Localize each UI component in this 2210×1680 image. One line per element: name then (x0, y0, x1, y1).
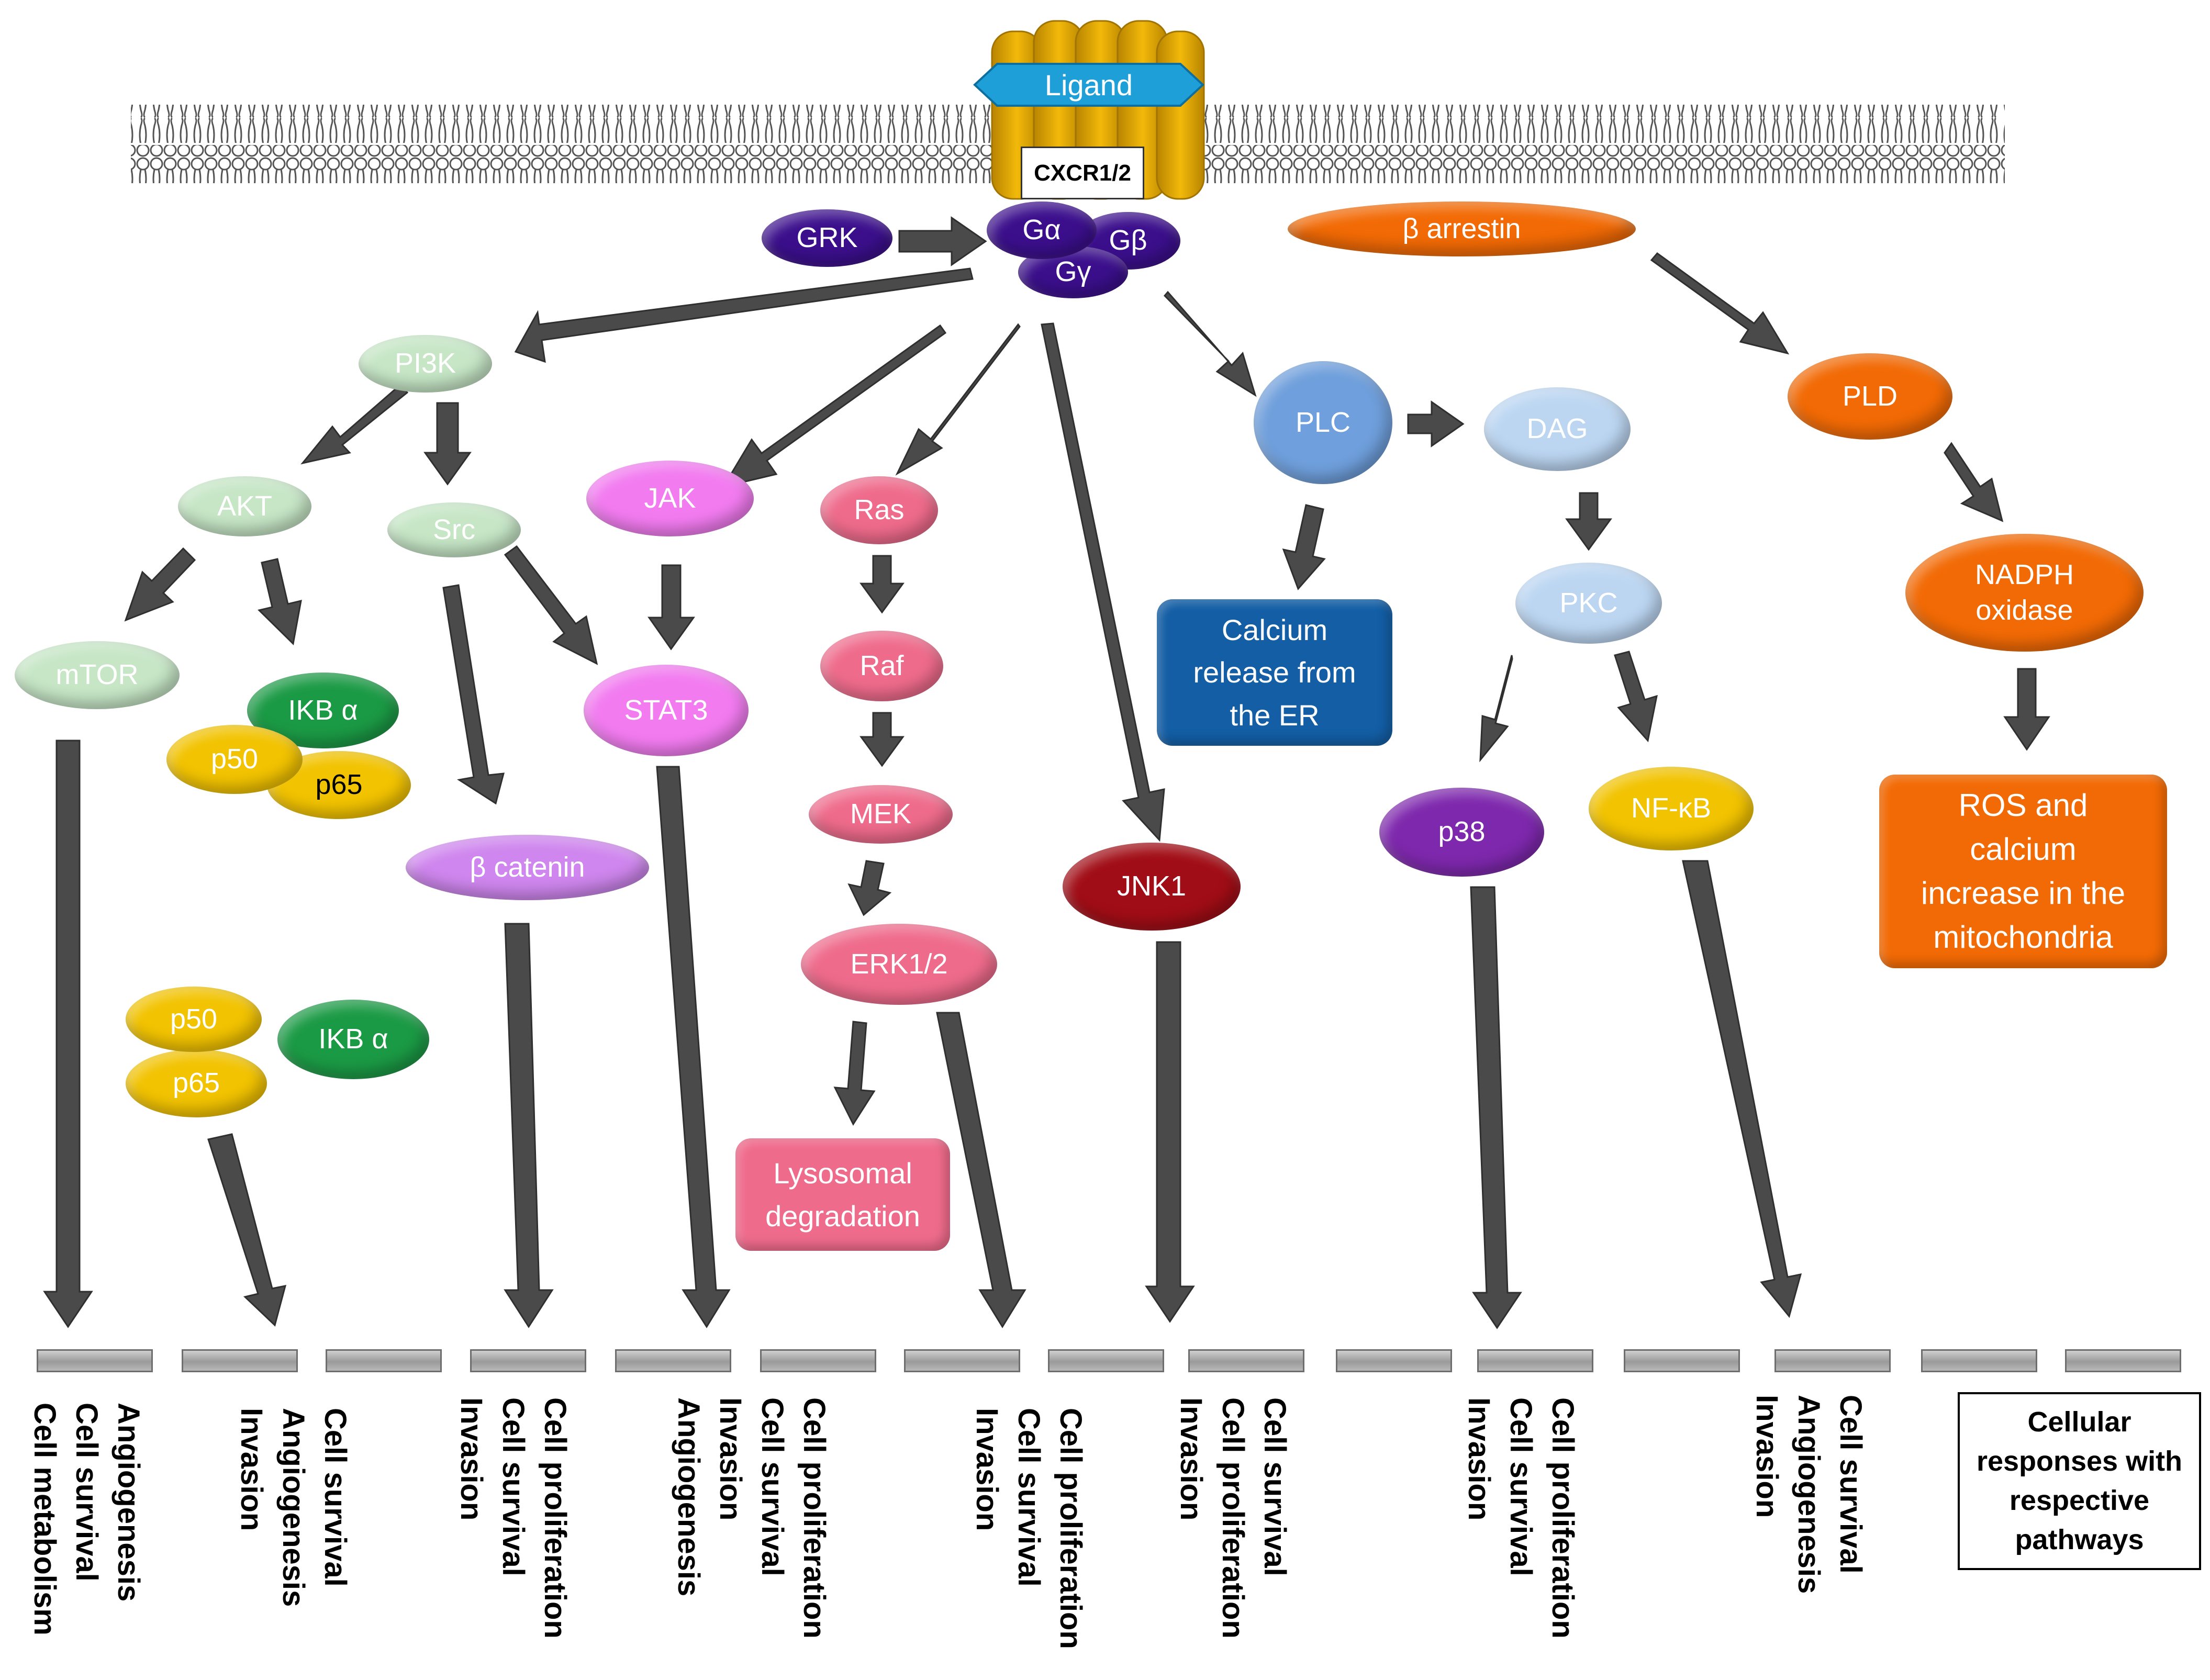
receptor-label: CXCR1/2 (1021, 147, 1144, 199)
p65-node-2: p65 (126, 1049, 267, 1117)
arrow-g-to-pi3k (514, 267, 974, 363)
pi3k-node: PI3K (359, 335, 492, 393)
response-bar (1188, 1349, 1304, 1372)
arrow-mtor-to-response (43, 740, 93, 1328)
response-bar (37, 1349, 153, 1372)
arrow-akt-to-mtor (124, 547, 196, 622)
response-bar (470, 1349, 586, 1372)
response-bar (1921, 1349, 2037, 1372)
arrow-p38-to-response (1470, 886, 1522, 1329)
ikb-alpha-node-1: IKB α (247, 673, 399, 748)
akt-node: AKT (178, 476, 311, 536)
pathway-arrows (43, 216, 2050, 1329)
response-bar (1624, 1349, 1740, 1372)
arrow-nadph-to-ros (2003, 668, 2050, 751)
arrow-stat3-to-response (656, 766, 731, 1328)
response-bar (182, 1349, 298, 1372)
p38-node: p38 (1379, 788, 1544, 877)
plc-node: PLC (1254, 361, 1392, 484)
response-bar (2065, 1349, 2181, 1372)
erk-node: ERK1/2 (801, 924, 997, 1005)
ligand-label: Ligand (1044, 68, 1133, 102)
arrow-plc-to-calcium (1282, 504, 1326, 590)
response-bar (1477, 1349, 1593, 1372)
arrow-src-to-beta-catenin (442, 584, 505, 805)
arrow-arrestin-to-pld (1650, 252, 1790, 355)
beta-arrestin-node: β arrestin (1288, 201, 1636, 256)
arrow-g-to-jak (721, 324, 947, 488)
ras-node: Ras (820, 476, 938, 544)
response-bar (1048, 1349, 1164, 1372)
p50-node-1: p50 (166, 725, 303, 794)
arrow-pld-to-nadph (1944, 442, 2004, 522)
jnk1-node: JNK1 (1063, 843, 1241, 931)
stat3-node: STAT3 (584, 665, 749, 756)
pkc-node: PKC (1515, 563, 1662, 644)
mek-node: MEK (809, 785, 953, 844)
raf-node: Raf (820, 631, 943, 701)
arrow-pkc-to-p38 (1479, 655, 1513, 763)
arrow-pi3k-to-akt (300, 383, 409, 465)
ligand-shape (973, 63, 1204, 107)
arrow-plc-to-dag (1407, 400, 1465, 447)
arrow-mek-to-erk (847, 860, 892, 916)
arrow-jak-to-stat3 (648, 564, 695, 651)
arrow-erk-to-lysosomal (833, 1021, 876, 1126)
arrow-erk-to-response (936, 1012, 1026, 1328)
dag-node: DAG (1484, 387, 1631, 471)
src-node: Src (387, 502, 521, 557)
response-bar (1336, 1349, 1452, 1372)
arrow-p65-to-response (207, 1133, 287, 1327)
arrow-ras-to-raf (860, 555, 905, 614)
arrow-pkc-to-nfkb (1614, 651, 1658, 743)
g-alpha-node: Gα (987, 201, 1097, 259)
grk-node: GRK (762, 209, 892, 267)
arrow-g-to-jnk1 (1041, 322, 1165, 842)
response-bar (326, 1349, 442, 1372)
arrow-beta-catenin-to-response (504, 923, 554, 1328)
arrow-nfkb-to-response (1682, 860, 1802, 1318)
arrow-raf-to-mek (860, 712, 905, 767)
arrow-akt-to-ikb (258, 558, 302, 646)
arrow-g-to-plc (1163, 290, 1257, 397)
arrow-src-to-stat3 (504, 545, 598, 665)
arrow-grk-to-galpha (898, 216, 987, 266)
ikb-alpha-node-2: IKB α (277, 1000, 429, 1079)
mtor-node: mTOR (15, 641, 180, 709)
arrow-jnk1-to-response (1145, 941, 1195, 1323)
response-bar (615, 1349, 731, 1372)
arrow-g-to-ras (895, 323, 1021, 476)
arrow-pi3k-to-src (423, 402, 472, 486)
p50-node-2: p50 (126, 987, 262, 1052)
response-bar (760, 1349, 876, 1372)
jak-node: JAK (586, 461, 754, 536)
pld-node: PLD (1788, 353, 1952, 440)
arrow-dag-to-pkc (1565, 492, 1612, 551)
response-bar (904, 1349, 1020, 1372)
nfkb-node: NF-κB (1589, 767, 1754, 850)
beta-catenin-node: β catenin (406, 835, 649, 900)
response-bar (1774, 1349, 1891, 1372)
